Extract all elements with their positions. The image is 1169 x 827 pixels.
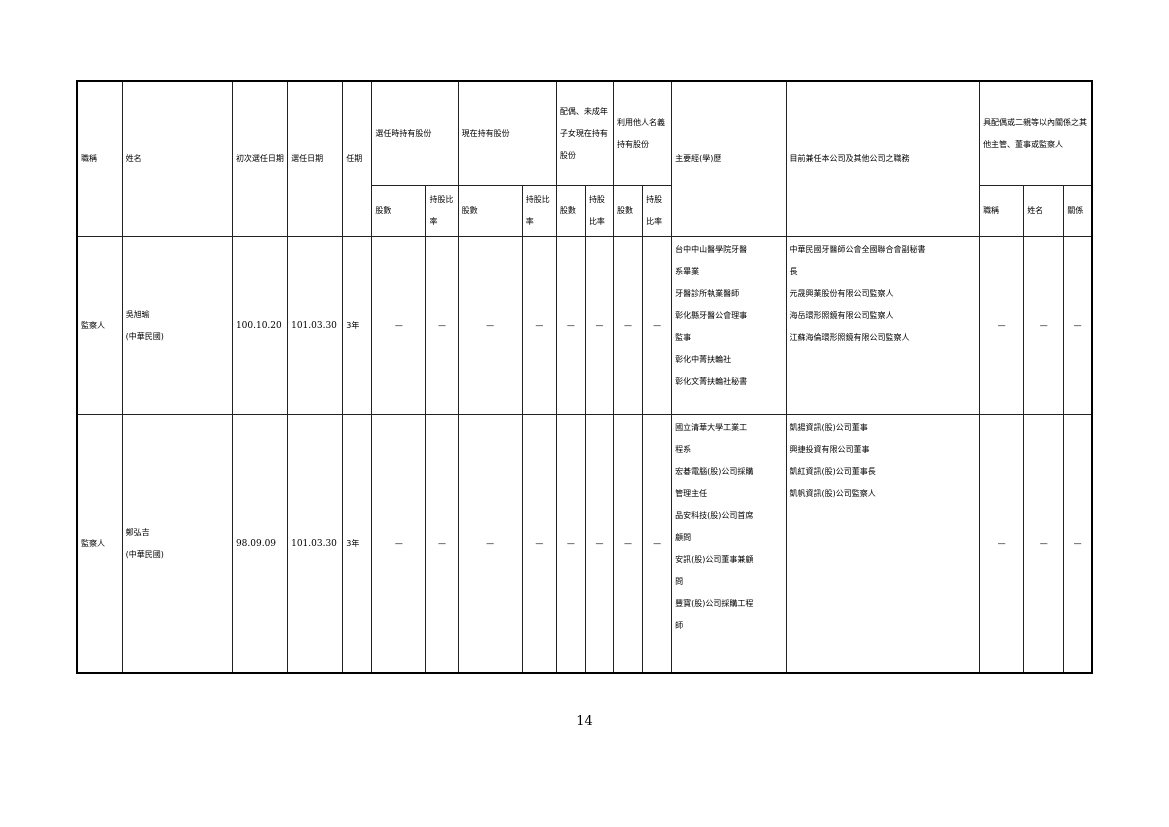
experience-line: 管理主任 — [675, 489, 708, 498]
header-nominee-shares: 利用他人名義持有股份 — [613, 80, 673, 186]
subheader-relative-relation: 關係 — [1063, 185, 1094, 237]
experience-line: 顧問 — [675, 533, 692, 542]
subheader-shares: 股數 — [613, 185, 644, 237]
cell-shares-elected: — — [371, 236, 427, 415]
experience-line: 程系 — [675, 445, 692, 454]
cell-elected: 101.03.30 — [287, 414, 344, 674]
experience-line: 牙醫診所執業醫師 — [675, 289, 740, 298]
subheader-relative-title: 職稱 — [979, 185, 1025, 237]
cell-nominee-ratio: — — [642, 236, 673, 415]
experience-line: 系畢業 — [675, 267, 700, 276]
cell-spouse-shares: — — [555, 414, 586, 674]
table-row: 監察人 鄭弘吉(中華民國) 98.09.09 101.03.30 3年 — — … — [75, 414, 1094, 674]
experience-line: 問 — [675, 577, 684, 586]
position-line: 凱紅資訊(股)公司董事長 — [789, 467, 876, 476]
position-line: 江蘇海倫環形照鏡有限公司監察人 — [789, 333, 910, 342]
cell-nominee-ratio: — — [642, 414, 673, 674]
person-name: 鄭弘吉 — [125, 527, 150, 537]
subheader-ratio: 持股比率 — [584, 185, 615, 237]
cell-spouse-shares: — — [555, 236, 586, 415]
experience-line: 彰化縣牙醫公會理事 — [675, 311, 748, 320]
cell-relative-title: — — [979, 236, 1025, 415]
cell-first-elected: 100.10.20 — [231, 236, 289, 415]
cell-positions: 中華民國牙醫師公會全國聯合會副秘書 長 元晟興業股份有限公司監察人 海岳環形照鏡… — [785, 236, 981, 415]
position-line: 元晟興業股份有限公司監察人 — [789, 289, 894, 298]
cell-ratio-now: — — [521, 414, 557, 674]
subheader-shares: 股數 — [457, 185, 523, 237]
experience-line: 品安科技(股)公司首席 — [675, 511, 754, 520]
subheader-shares: 股數 — [371, 185, 427, 237]
header-first-elected-date: 初次選任日期 — [231, 80, 289, 237]
subheader-ratio: 持股比率 — [521, 185, 557, 237]
supervisors-table: 職稱 姓名 初次選任日期 選任日期 任期 選任時持有股份 現在持有股份 配偶、未… — [75, 80, 1094, 674]
experience-line: 台中中山醫學院牙醫 — [675, 245, 748, 254]
cell-first-elected: 98.09.09 — [231, 414, 289, 674]
position-line: 凱帆資訊(股)公司監察人 — [789, 489, 876, 498]
header-shares-when-elected: 選任時持有股份 — [371, 80, 459, 186]
cell-relative-relation: — — [1063, 414, 1094, 674]
person-name: 吳旭瑜 — [125, 309, 150, 319]
cell-experience: 國立清華大學工業工 程系 宏碁電腦(股)公司採購 管理主任 品安科技(股)公司首… — [671, 414, 787, 674]
experience-line: 彰化中菁扶輪社 — [675, 355, 732, 364]
table-row: 監察人 吳旭瑜 (中華民國) 100.10.20 101.03.30 3年 — —… — [75, 236, 1094, 415]
page-number: 14 — [576, 714, 593, 729]
experience-line: 豐寶(股)公司採購工程 — [675, 599, 754, 608]
position-line: 凱揚資訊(股)公司董事 — [789, 423, 868, 432]
experience-line: 師 — [675, 621, 684, 630]
experience-line: 安訊(股)公司董事兼顧 — [675, 555, 754, 564]
experience-line: 國立清華大學工業工 — [675, 423, 748, 432]
experience-line: 監事 — [675, 333, 692, 342]
position-line: 長 — [789, 267, 798, 276]
header-concurrent-positions: 目前兼任本公司及其他公司之職務 — [785, 80, 981, 237]
cell-nominee-shares: — — [613, 414, 644, 674]
cell-ratio-now: — — [521, 236, 557, 415]
cell-ratio-elected: — — [425, 414, 459, 674]
position-line: 興捷投資有限公司董事 — [789, 445, 870, 454]
cell-nominee-shares: — — [613, 236, 644, 415]
cell-title: 監察人 — [75, 414, 123, 674]
header-title: 職稱 — [75, 80, 123, 237]
person-nationality: (中華民國) — [125, 331, 164, 341]
header-current-shares: 現在持有股份 — [457, 80, 557, 186]
cell-spouse-ratio: — — [584, 414, 615, 674]
cell-relative-name: — — [1023, 414, 1065, 674]
header-name: 姓名 — [121, 80, 233, 237]
person-nationality: (中華民國) — [125, 549, 164, 559]
subheader-relative-name: 姓名 — [1023, 185, 1065, 237]
cell-relative-relation: — — [1063, 236, 1094, 415]
subheader-row: 股數 持股比率 股數 持股比率 股數 持股比率 股數 持股比率 職稱 姓名 關係 — [77, 185, 1094, 237]
cell-term: 3年 — [342, 414, 373, 674]
subheader-ratio: 持股比率 — [642, 185, 673, 237]
header-row: 職稱 姓名 初次選任日期 選任日期 任期 選任時持有股份 現在持有股份 配偶、未… — [75, 80, 1094, 237]
cell-spouse-ratio: — — [584, 236, 615, 415]
header-relatives: 具配偶或二親等以內關係之其他主管、董事或監察人 — [979, 80, 1094, 186]
cell-name: 吳旭瑜 (中華民國) — [121, 236, 233, 415]
cell-shares-now: — — [457, 414, 523, 674]
subheader-shares: 股數 — [555, 185, 586, 237]
cell-positions: 凱揚資訊(股)公司董事 興捷投資有限公司董事 凱紅資訊(股)公司董事長 凱帆資訊… — [785, 414, 981, 674]
cell-experience: 台中中山醫學院牙醫 系畢業 牙醫診所執業醫師 彰化縣牙醫公會理事 監事 彰化中菁… — [671, 236, 787, 415]
header-elected-date: 選任日期 — [287, 80, 344, 237]
header-experience: 主要經(學)歷 — [671, 80, 787, 237]
cell-title: 監察人 — [75, 236, 123, 415]
cell-shares-now: — — [457, 236, 523, 415]
cell-elected: 101.03.30 — [287, 236, 344, 415]
cell-ratio-elected: — — [425, 236, 459, 415]
cell-relative-title: — — [979, 414, 1025, 674]
experience-line: 宏碁電腦(股)公司採購 — [675, 467, 754, 476]
subheader-ratio: 持股比率 — [425, 185, 459, 237]
cell-term: 3年 — [342, 236, 373, 415]
header-spouse-minor-shares: 配偶、未成年子女現在持有股份 — [555, 80, 615, 186]
position-line: 中華民國牙醫師公會全國聯合會副秘書 — [789, 245, 926, 254]
position-line: 海岳環形照鏡有限公司監察人 — [789, 311, 894, 320]
cell-shares-elected: — — [371, 414, 427, 674]
cell-relative-name: — — [1023, 236, 1065, 415]
experience-line: 彰化文菁扶輪社秘書 — [675, 377, 748, 386]
cell-name: 鄭弘吉 (中華民國) — [121, 414, 233, 674]
header-term: 任期 — [342, 80, 373, 237]
